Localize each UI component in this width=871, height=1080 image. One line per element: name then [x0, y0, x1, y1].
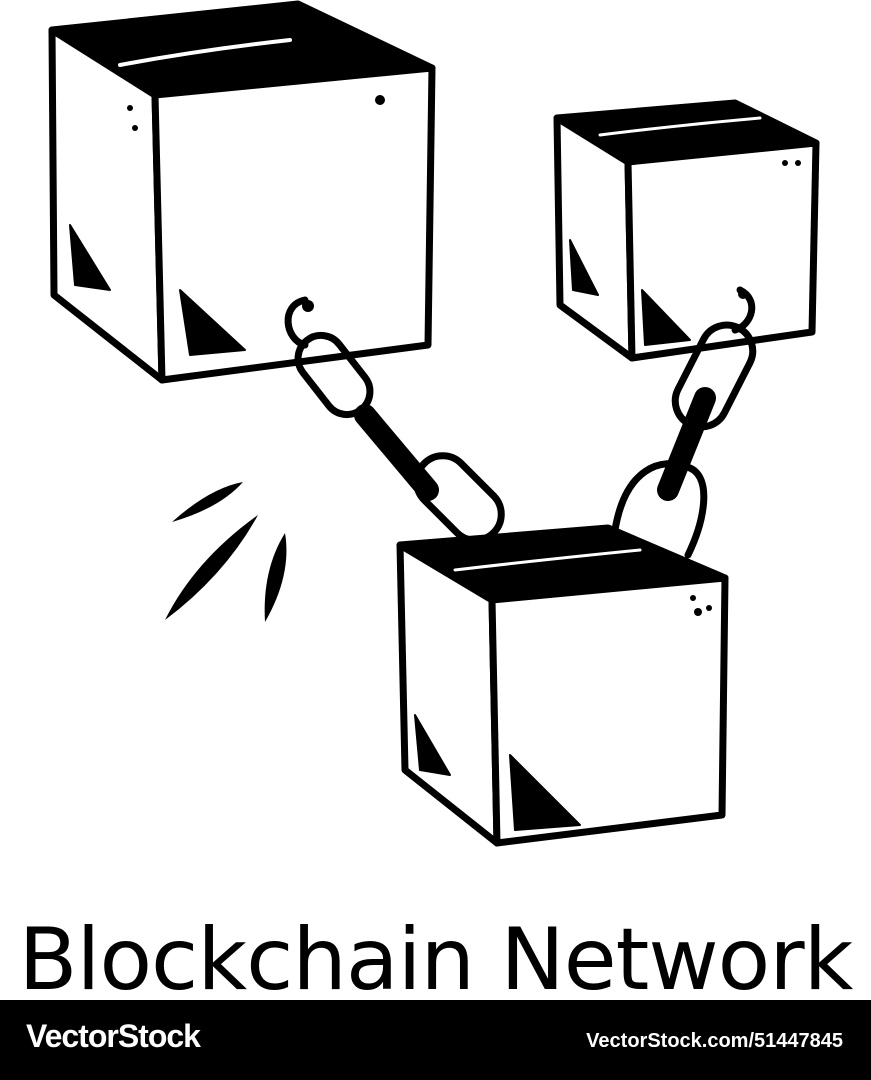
brand-logo: VectorStock	[26, 1018, 201, 1054]
watermark-footer: VectorStock VectorStock.com/51447845	[0, 1000, 871, 1080]
blockchain-illustration	[48, 0, 820, 847]
cube-icon-bottom	[396, 524, 729, 847]
image-id-label: VectorStock.com/51447845	[586, 1030, 843, 1052]
spark-icon	[165, 482, 287, 622]
cube-icon-small-right	[553, 99, 820, 362]
cube-icon-large-left	[48, 0, 436, 384]
chain-link-icon-right	[611, 286, 757, 559]
page-title: Blockchain Network	[18, 910, 854, 1010]
chain-link-icon-left	[284, 296, 505, 544]
